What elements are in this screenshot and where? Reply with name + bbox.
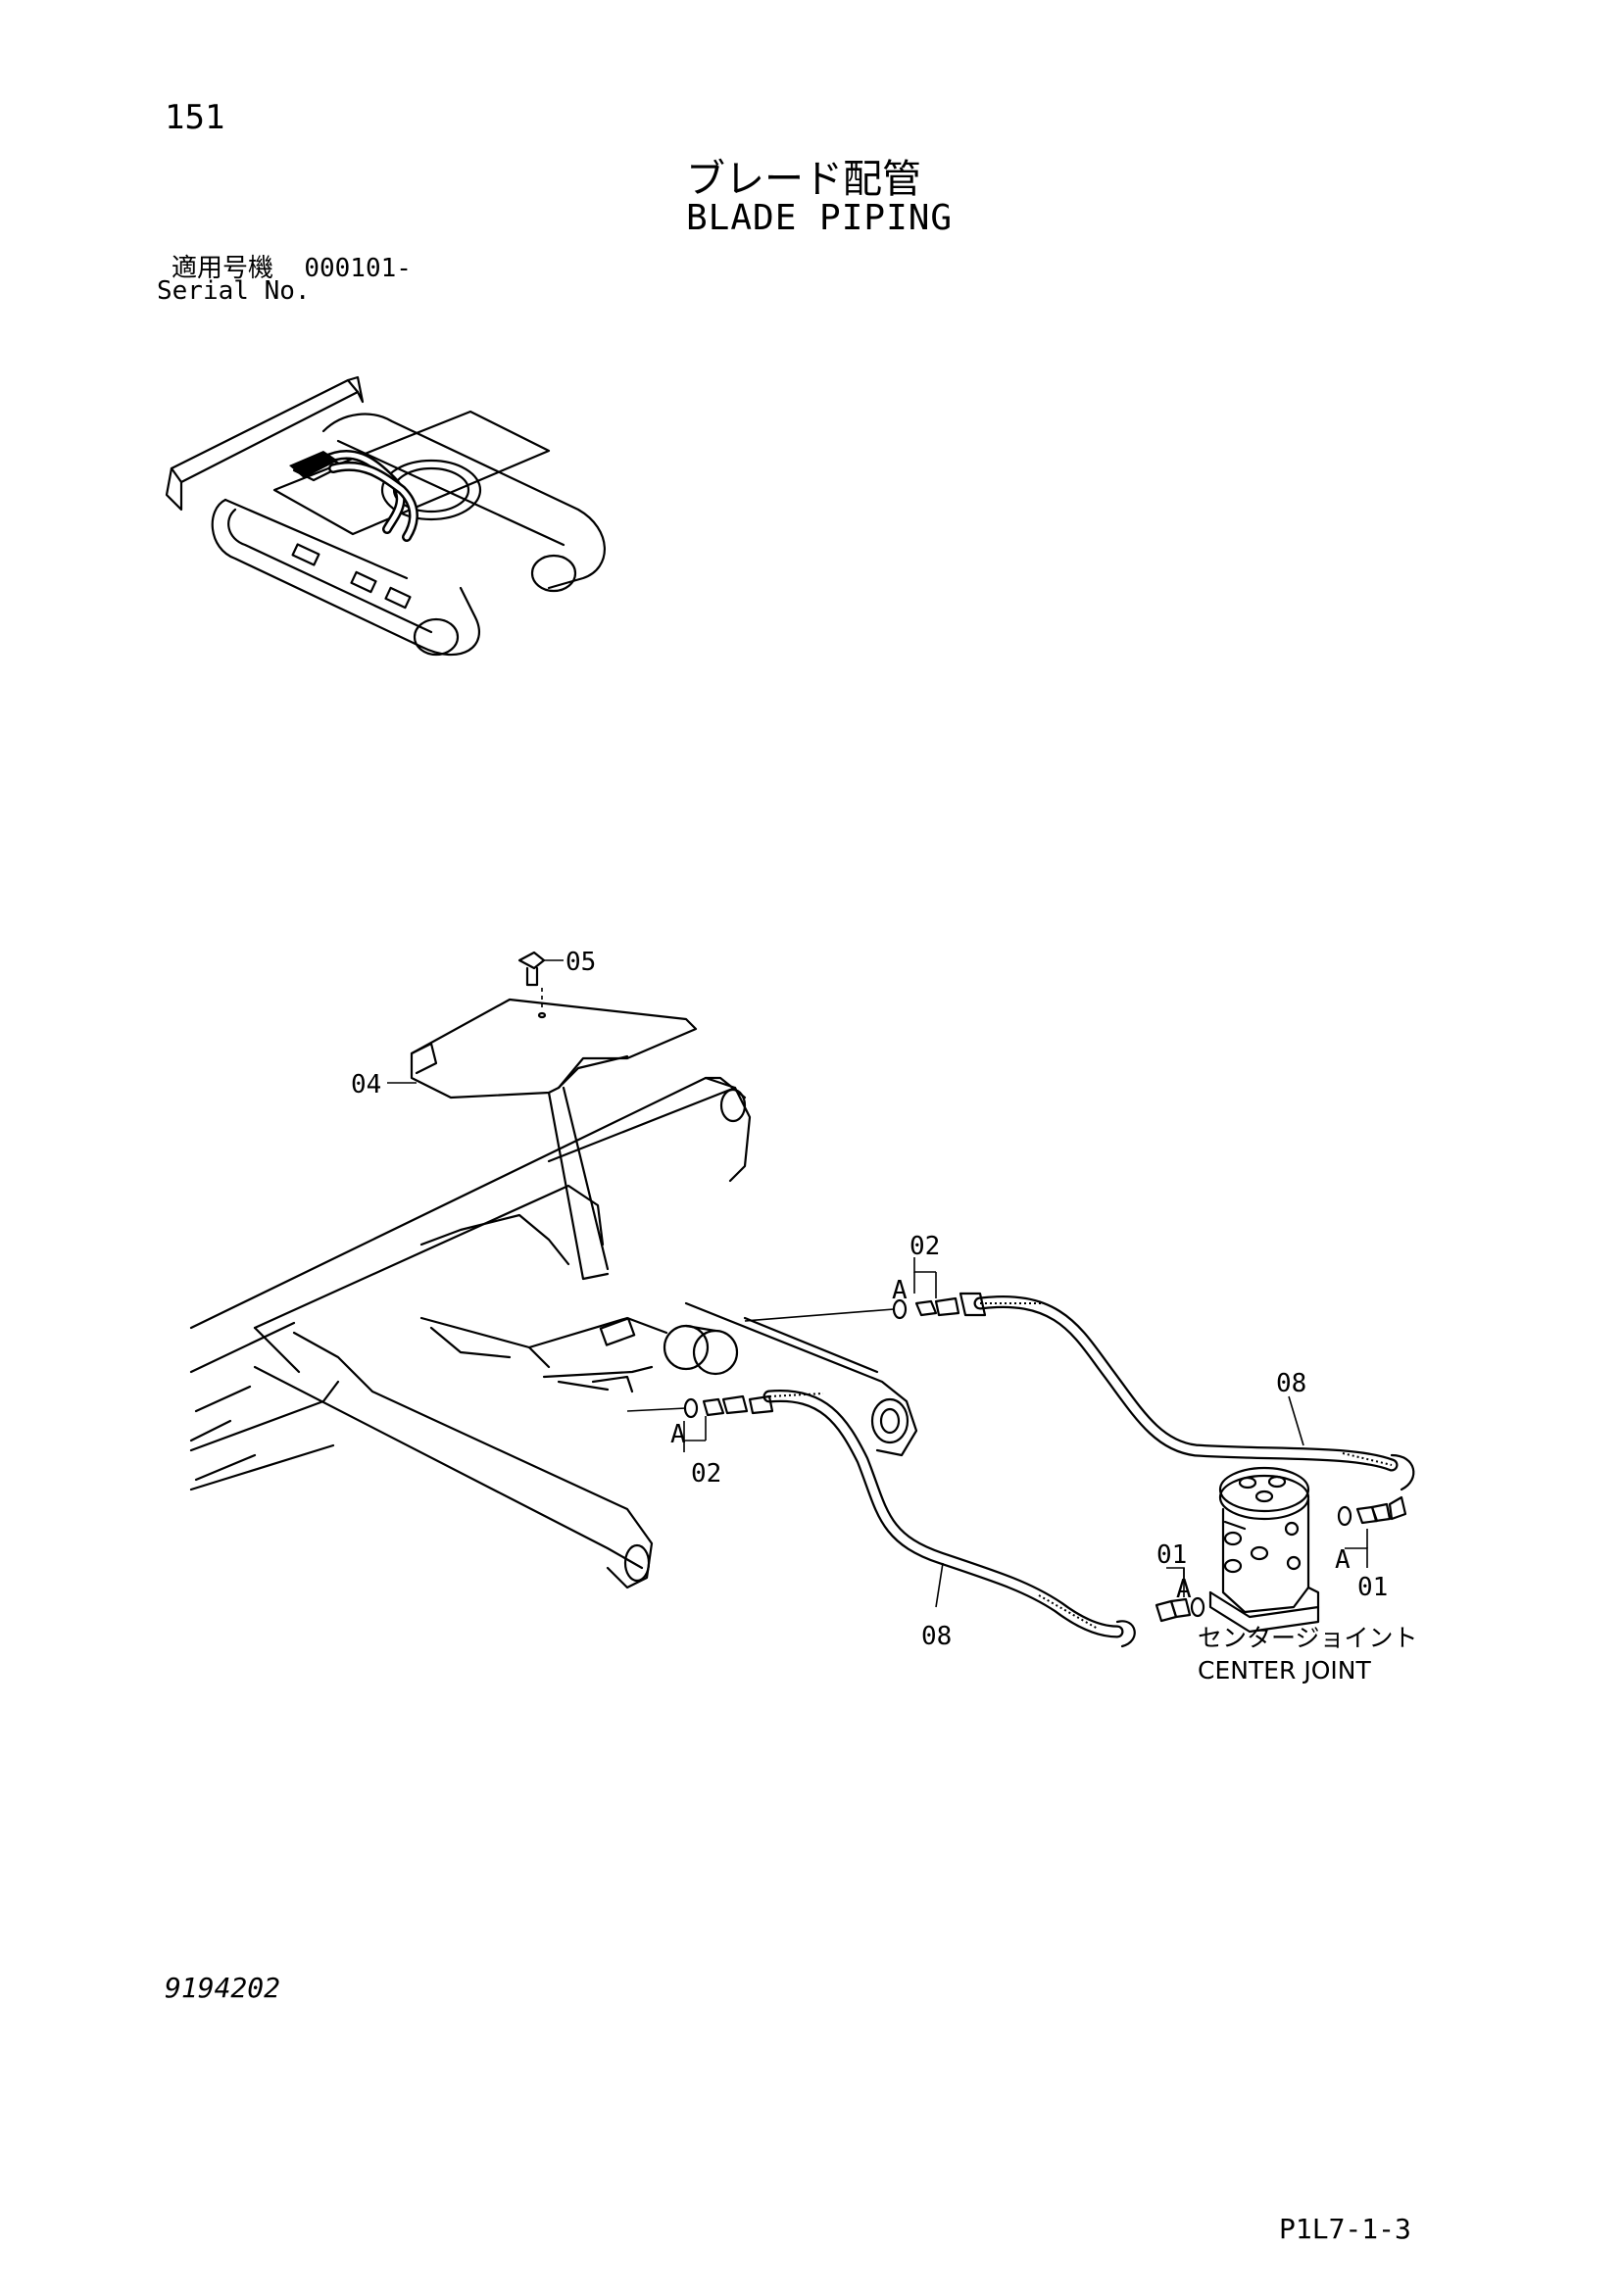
drawing-code: 9194202 (165, 1972, 281, 2004)
callout-adapter-left: 01 (1156, 1540, 1187, 1570)
component-label: CENTER JOINT (1198, 1656, 1371, 1685)
callout-hose-upper: 08 (1276, 1369, 1306, 1398)
callout-section-a-left: A (1176, 1575, 1192, 1604)
leader-lines (387, 1082, 1368, 1608)
serial-label: Serial No. (157, 276, 311, 306)
callout-section-a-lower: A (670, 1420, 686, 1449)
fitting-lower (626, 1394, 774, 1419)
sheet-reference: P1L7-1-3 (1279, 2213, 1411, 2245)
cover-plate (410, 998, 698, 1281)
page-number: 151 (165, 98, 225, 137)
center-joint (1208, 1466, 1320, 1634)
hose-upper (958, 1292, 1415, 1491)
callout-cover: 04 (351, 1070, 381, 1099)
component-label-japanese: センタージョイント (1198, 1624, 1418, 1652)
page-title-japanese: ブレード配管 (686, 157, 921, 202)
adapter-left (1155, 1596, 1205, 1623)
callout-fitting-upper: 02 (909, 1232, 940, 1261)
serial-row: 適用号機 000101- (172, 248, 412, 284)
callout-hose-lower: 08 (921, 1622, 952, 1651)
page-title: BLADE PIPING (686, 198, 954, 238)
adapter-right (1337, 1495, 1407, 1527)
callout-fitting-lower: 02 (691, 1459, 721, 1489)
callout-section-a-upper: A (892, 1276, 908, 1305)
callout-section-a-right: A (1335, 1545, 1351, 1575)
blade-frame (189, 1076, 918, 1589)
serial-value: 000101- (304, 254, 412, 283)
callout-adapter-right: 01 (1357, 1573, 1388, 1602)
hose-lower (762, 1389, 1136, 1648)
callout-bolt: 05 (565, 948, 596, 977)
fitting-upper (744, 1296, 960, 1322)
undercarriage-overview (165, 375, 606, 657)
bolt (517, 951, 564, 1009)
blade-cylinder (527, 1316, 739, 1393)
serial-label-japanese: 適用号機 (172, 254, 274, 283)
